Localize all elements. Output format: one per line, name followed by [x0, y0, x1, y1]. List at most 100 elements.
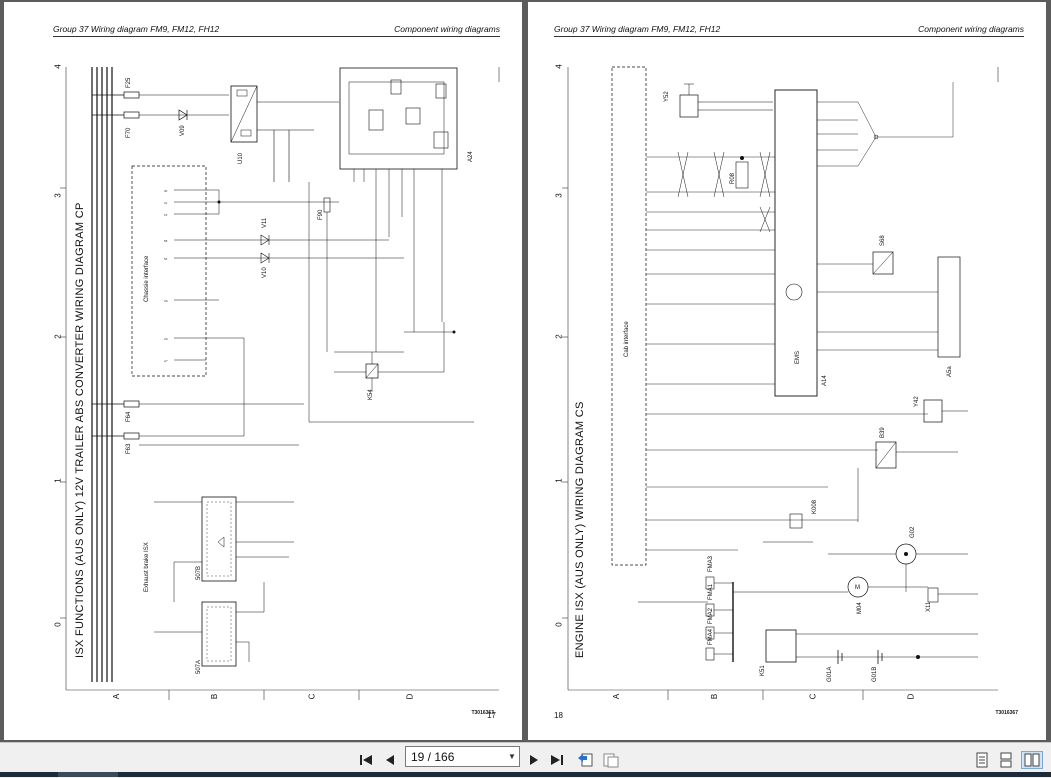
svg-text:R08: R08 [730, 172, 736, 184]
right-row-c: C [808, 693, 818, 700]
continuous-page-icon [1000, 752, 1012, 768]
svg-text:54: 54 [164, 257, 168, 261]
left-page-title: ISX FUNCTIONS (AUS ONLY) 12V TRAILER ABS… [74, 202, 86, 658]
right-wiring-diagram: M Y52 [562, 66, 999, 700]
svg-text:A24: A24 [468, 151, 474, 162]
right-doc-id: T3016367 [995, 710, 1018, 716]
svg-text:K51: K51 [760, 665, 766, 676]
svg-text:Y52: Y52 [664, 91, 670, 102]
svg-text:A6: A6 [164, 337, 168, 341]
left-col-0: 0 [53, 622, 63, 627]
svg-text:F70: F70 [126, 127, 132, 138]
single-page-view-button[interactable] [973, 751, 991, 769]
svg-text:F90: F90 [318, 209, 324, 220]
svg-text:A5: A5 [164, 299, 168, 303]
single-page-icon [976, 752, 988, 768]
svg-text:G02: G02 [910, 526, 916, 538]
left-row-a: A [112, 693, 122, 700]
svg-text:Chassie interface: Chassie interface [144, 255, 150, 302]
right-col-3: 3 [554, 193, 564, 198]
svg-text:F25: F25 [126, 77, 132, 88]
left-row-d: D [405, 693, 415, 700]
next-page-button[interactable] [526, 751, 542, 769]
right-col-1: 1 [554, 478, 564, 483]
svg-text:15: 15 [164, 213, 168, 217]
page-number-value: 19 / 166 [411, 749, 455, 764]
left-col-2: 2 [53, 334, 63, 339]
svg-text:M: M [855, 585, 860, 591]
last-page-icon [551, 755, 563, 765]
svg-text:FMA3: FMA3 [708, 555, 714, 572]
left-wiring-diagram: F25 F70 V09 U10 A24 F90 V11 V10 F64 F63 … [60, 67, 500, 700]
first-page-button[interactable] [358, 751, 374, 769]
go-forward-icon [603, 753, 619, 768]
svg-text:S68: S68 [880, 235, 886, 246]
next-page-icon [530, 755, 538, 765]
left-header-rule [53, 36, 500, 37]
svg-text:30: 30 [164, 189, 168, 193]
svg-text:M04: M04 [857, 602, 863, 614]
svg-text:31: 31 [164, 201, 168, 205]
svg-text:A5a: A5a [947, 366, 953, 377]
svg-text:A14: A14 [822, 375, 828, 386]
svg-text:FMA4: FMA4 [708, 628, 714, 645]
facing-view-button[interactable] [1021, 751, 1043, 769]
svg-text:507A: 507A [196, 660, 202, 674]
right-page: Group 37 Wiring diagram FM9, FM12, FH12 … [528, 2, 1046, 740]
svg-text:U10: U10 [238, 152, 244, 164]
svg-text:V11: V11 [262, 217, 268, 228]
left-page-number: 17 [487, 711, 496, 720]
left-col-4: 4 [53, 64, 63, 69]
prev-page-button[interactable] [382, 751, 398, 769]
svg-text:K54: K54 [368, 389, 374, 400]
first-page-icon [360, 755, 372, 765]
svg-text:Exhaust brake ISX: Exhaust brake ISX [144, 542, 150, 592]
left-col-3: 3 [53, 193, 63, 198]
go-back-button[interactable] [575, 751, 595, 769]
svg-text:G01A: G01A [827, 667, 833, 682]
right-row-b: B [710, 693, 720, 700]
svg-text:K008: K008 [812, 499, 818, 514]
continuous-view-button[interactable] [997, 751, 1015, 769]
right-col-0: 0 [554, 622, 564, 627]
left-row-c: C [307, 693, 317, 700]
prev-page-icon [386, 755, 394, 765]
last-page-button[interactable] [549, 751, 565, 769]
left-col-1: 1 [53, 478, 63, 483]
svg-text:Cab interface: Cab interface [624, 321, 630, 357]
right-header-rule [554, 36, 1024, 37]
left-page: Group 37 Wiring diagram FM9, FM12, FH12 … [4, 2, 522, 740]
document-viewer[interactable]: Group 37 Wiring diagram FM9, FM12, FH12 … [0, 0, 1051, 742]
svg-text:FMA2: FMA2 [708, 607, 714, 624]
right-page-title: ENGINE ISX (AUS ONLY) WIRING DIAGRAM CS [574, 401, 586, 658]
left-row-b: B [210, 693, 220, 700]
svg-text:A7: A7 [164, 359, 168, 363]
left-doc-id: T3016363 [471, 710, 494, 716]
chevron-down-icon[interactable]: ▼ [508, 752, 516, 761]
svg-text:507B: 507B [196, 566, 202, 580]
taskbar-item[interactable] [58, 772, 118, 777]
svg-text:B39: B39 [880, 427, 886, 438]
right-row-d: D [906, 693, 916, 700]
right-page-number: 18 [554, 711, 563, 720]
svg-text:G01B: G01B [872, 667, 878, 682]
svg-text:X11: X11 [926, 601, 932, 612]
os-taskbar [0, 772, 1051, 777]
right-row-a: A [612, 693, 622, 700]
go-back-icon [578, 753, 593, 767]
svg-text:V09: V09 [180, 125, 186, 136]
right-header-section: Component wiring diagrams [918, 24, 1024, 34]
svg-text:F63: F63 [126, 443, 132, 454]
svg-text:F64: F64 [126, 411, 132, 422]
svg-text:FMA1: FMA1 [708, 583, 714, 600]
facing-page-icon [1024, 753, 1040, 767]
go-forward-button[interactable] [601, 751, 621, 769]
left-header-section: Component wiring diagrams [394, 24, 500, 34]
svg-text:EMS: EMS [795, 351, 801, 364]
svg-text:V10: V10 [262, 267, 268, 278]
svg-text:Y42: Y42 [914, 396, 920, 407]
page-number-select[interactable]: 19 / 166 ▼ [405, 746, 520, 767]
right-header-title: Group 37 Wiring diagram FM9, FM12, FH12 [554, 24, 721, 34]
right-col-2: 2 [554, 334, 564, 339]
left-header-title: Group 37 Wiring diagram FM9, FM12, FH12 [53, 24, 220, 34]
